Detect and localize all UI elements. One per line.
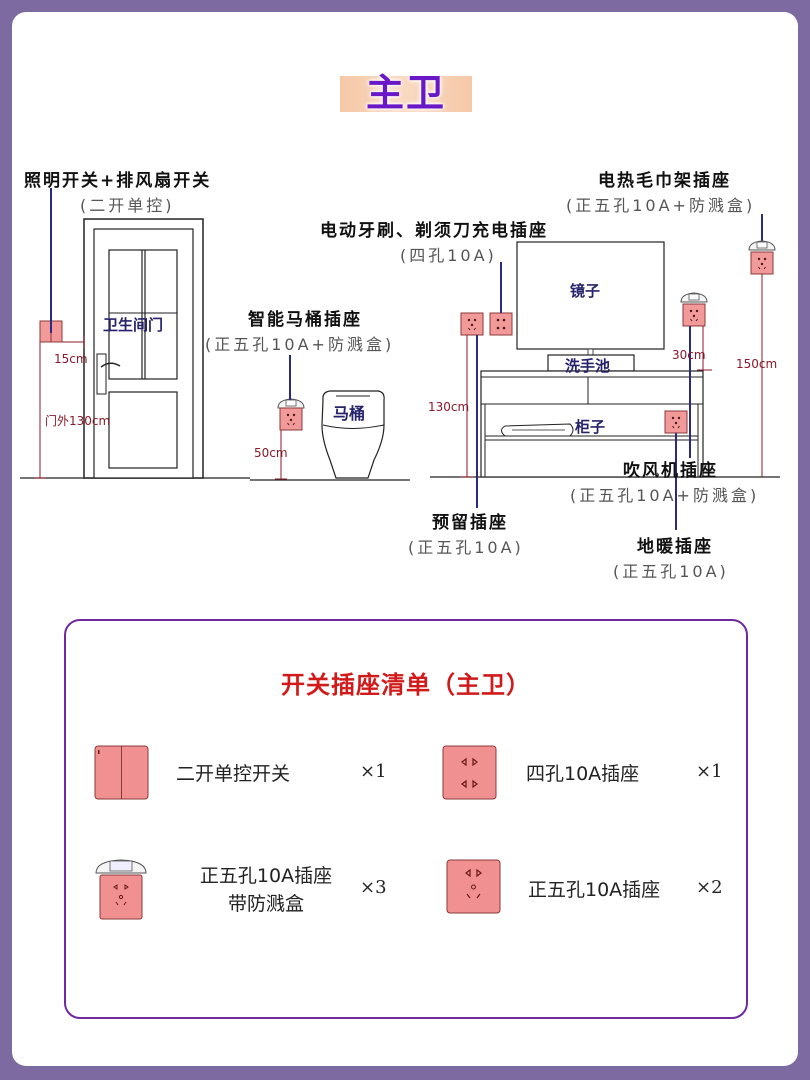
annotation-hairdryer-outlet-label: 吹风机插座 xyxy=(623,461,718,481)
checklist-item-four-hole-name: 四孔10A插座 xyxy=(526,763,640,785)
annotation-towel-rack-outlet-spec: (正五孔10A+防溅盒) xyxy=(566,196,756,215)
toilet-label: 马桶 xyxy=(333,404,366,423)
checklist-item-splash-box-name-line1: 正五孔10A插座 xyxy=(199,865,333,887)
sink-label: 洗手池 xyxy=(565,357,611,375)
door xyxy=(83,218,204,479)
annotation-light-fan-switch-label: 照明开关+排风扇开关 xyxy=(24,171,212,191)
dim-sink-outlet-height: 130cm xyxy=(428,400,470,414)
annotation-toothbrush-outlet-label: 电动牙刷、剃须刀充电插座 xyxy=(320,221,548,241)
page-title: 主卫 xyxy=(340,62,472,115)
double-switch-icon xyxy=(94,745,149,800)
annotation-towel-rack-outlet-label: 电热毛巾架插座 xyxy=(598,171,731,191)
dim-switch-height: 门外130cm xyxy=(45,414,111,428)
mirror xyxy=(516,241,665,350)
checklist-panel: 开关插座清单（主卫） 二开单控开关 ×1 四孔10A插座 ×1 正五孔10A插座… xyxy=(64,619,748,1019)
checklist-title: 开关插座清单（主卫） xyxy=(281,671,531,699)
dim-switch-offset: 15cm xyxy=(54,352,88,366)
annotation-toothbrush-outlet-spec: (四孔10A) xyxy=(400,246,497,265)
checklist-item-splash-box-name-line2: 带防溅盒 xyxy=(227,893,304,915)
annotation-light-fan-switch-spec: (二开单控) xyxy=(80,196,175,215)
dim-toilet-outlet-height: 50cm xyxy=(254,446,288,460)
annotation-hairdryer-outlet-spec: (正五孔10A+防溅盒) xyxy=(570,486,760,505)
bathroom-elevation-diagram xyxy=(20,188,780,530)
checklist-item-four-hole-qty: ×1 xyxy=(696,761,723,782)
cabinet-label: 柜子 xyxy=(575,418,606,436)
annotation-reserved-outlet-spec: (正五孔10A) xyxy=(408,538,524,557)
checklist-item-double-switch-name: 二开单控开关 xyxy=(176,763,291,785)
toilet xyxy=(321,390,385,479)
checklist-item-five-hole-name: 正五孔10A插座 xyxy=(528,879,661,901)
page-title-text: 主卫 xyxy=(365,71,446,115)
annotation-reserved-outlet-label: 预留插座 xyxy=(432,513,508,533)
checklist-item-five-hole-qty: ×2 xyxy=(696,877,723,898)
checklist-item-splash-box-qty: ×3 xyxy=(360,877,387,898)
door-label: 卫生间门 xyxy=(103,316,164,334)
checklist-item-double-switch-qty: ×1 xyxy=(360,761,387,782)
annotation-smart-toilet-outlet-label: 智能马桶插座 xyxy=(248,310,362,330)
annotation-smart-toilet-outlet-spec: (正五孔10A+防溅盒) xyxy=(205,335,395,354)
annotation-floor-heating-outlet-label: 地暖插座 xyxy=(637,537,713,557)
mirror-label: 镜子 xyxy=(570,282,601,300)
annotation-floor-heating-outlet-spec: (正五孔10A) xyxy=(613,562,729,581)
splash-box-outlet-icon xyxy=(95,859,147,920)
four-hole-outlet-icon xyxy=(442,745,497,800)
title-highlight xyxy=(340,76,472,112)
five-hole-outlet-icon xyxy=(446,859,501,914)
dim-hairdryer-above-counter: 30cm xyxy=(672,348,706,362)
dim-towel-rack-height: 150cm xyxy=(736,357,778,371)
